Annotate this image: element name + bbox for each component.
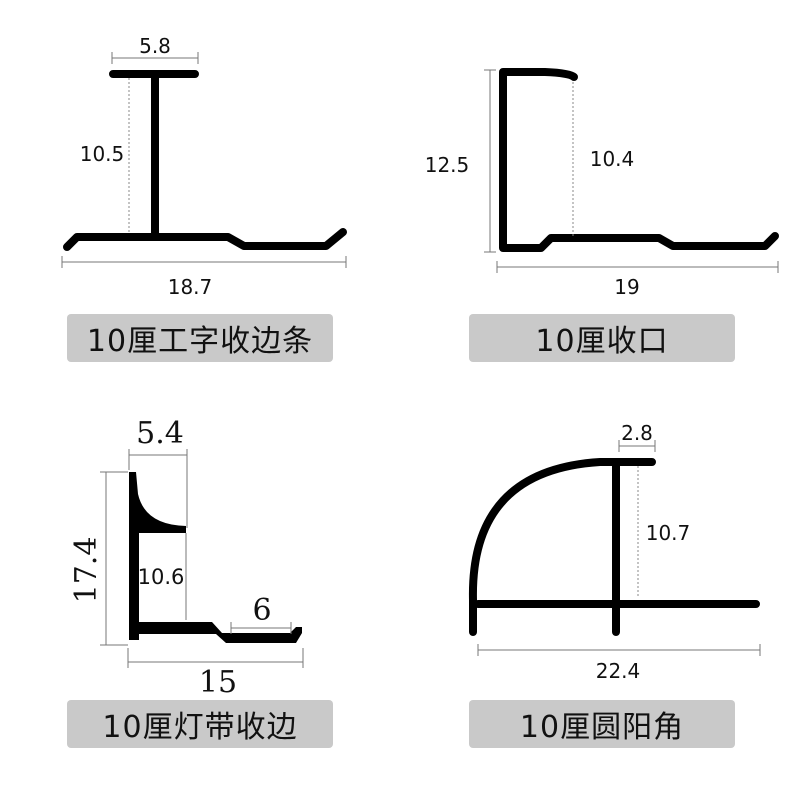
dim-overall-width: 15: [199, 665, 237, 700]
dim-inner-height: 10.6: [138, 565, 185, 589]
cap-profile-shape: [499, 68, 779, 252]
panel-cap-profile: 12.5 10.4 19: [425, 68, 779, 299]
dim-inner-height: 10.4: [590, 147, 635, 171]
dim-overall-height: 12.5: [425, 153, 470, 177]
label-round-corner-profile: 10厘圆阳角: [469, 700, 735, 748]
dim-overall-height: 17.4: [69, 537, 104, 604]
dim-top-width: 5.4: [136, 416, 184, 451]
dim-overall-width: 18.7: [168, 275, 213, 299]
label-led-profile: 10厘灯带收边: [67, 700, 333, 748]
i-profile-shape: [63, 70, 347, 251]
led-profile-serration: [140, 622, 212, 630]
round-corner-cross: [474, 458, 760, 636]
label-i-profile: 10厘工字收边条: [67, 314, 333, 362]
label-cap-profile: 10厘收口: [469, 314, 735, 362]
dim-height: 10.7: [646, 521, 691, 545]
panel-round-corner-profile: 2.8 10.7 22.4: [468, 421, 761, 683]
dim-height: 10.5: [80, 142, 125, 166]
dim-flange-width: 6: [252, 593, 271, 628]
panel-i-profile: 5.8 10.5 18.7: [61, 34, 347, 299]
dim-overall-width: 22.4: [596, 659, 641, 683]
led-profile-body: [129, 472, 302, 643]
dim-top-width: 2.8: [621, 421, 653, 445]
round-corner-arc: [468, 458, 656, 636]
dim-overall-width: 19: [614, 275, 639, 299]
dim-top-width: 5.8: [139, 34, 171, 58]
panel-led-profile: 5.4 17.4 10.6 6 15: [69, 416, 304, 700]
